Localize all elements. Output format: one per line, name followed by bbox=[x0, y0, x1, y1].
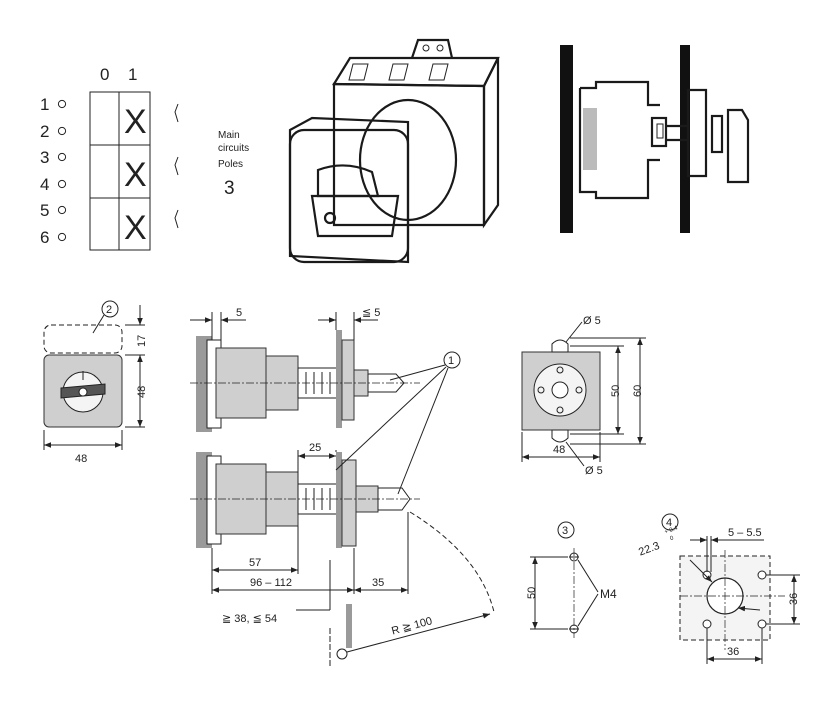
cutout-callout: 4 bbox=[666, 517, 672, 529]
side-view-lower bbox=[190, 452, 420, 548]
rear-dim-48: 48 bbox=[553, 444, 565, 456]
rear-hole-bottom: Ø 5 bbox=[585, 465, 603, 477]
side-view-upper bbox=[190, 330, 420, 432]
dim-min38-max54: ≧ 38, ≦ 54 bbox=[222, 613, 277, 625]
terminal-label-5: 5 bbox=[40, 201, 49, 220]
dim-25: 25 bbox=[309, 442, 321, 454]
mounting-section-sketch bbox=[560, 45, 750, 233]
dim-57: 57 bbox=[249, 557, 261, 569]
contact-mark-2: X bbox=[124, 156, 147, 194]
contact-symbols bbox=[174, 103, 179, 229]
cutout-dim-36-vertical: 36 bbox=[788, 593, 800, 605]
terminal-labels: 1 2 3 4 5 6 bbox=[40, 95, 49, 247]
cutout-diameter: 22.3 bbox=[637, 540, 661, 559]
terminal-label-4: 4 bbox=[40, 175, 49, 194]
cutout-tol-lower: 0 bbox=[669, 535, 675, 542]
circuit-info-poles: Poles bbox=[218, 159, 243, 170]
drilling-m4-drawing: 3 50 M4 bbox=[526, 521, 617, 638]
drill-thread: M4 bbox=[600, 587, 617, 601]
rear-dim-60: 60 bbox=[632, 385, 644, 397]
side-view-callout: 1 bbox=[448, 355, 454, 367]
switch-3d-illustration bbox=[288, 38, 500, 264]
rear-view-drawing: Ø 5 Ø 5 50 60 48 bbox=[521, 315, 646, 477]
cutout-tol-upper: + 0.4 bbox=[664, 525, 679, 535]
dim-35: 35 bbox=[372, 577, 384, 589]
dim-96-112: 96 – 112 bbox=[250, 577, 292, 589]
contact-mark-3: X bbox=[124, 209, 147, 247]
circuit-info: Main circuits Poles 3 bbox=[218, 130, 249, 199]
rear-dim-50: 50 bbox=[610, 385, 622, 397]
front-view-height: 48 bbox=[136, 386, 148, 398]
table-header-0: 0 bbox=[100, 65, 109, 84]
terminal-label-6: 6 bbox=[40, 228, 49, 247]
drill-dim-50: 50 bbox=[526, 587, 538, 599]
switch-contact-table: 0 1 X X X 1 2 3 4 5 6 bbox=[40, 65, 179, 251]
dim-max-5: ≦ 5 bbox=[362, 307, 380, 319]
cutout-dim-5-55: 5 – 5.5 bbox=[728, 527, 762, 539]
front-view-drawing: 2 48 48 17 bbox=[43, 300, 148, 465]
cutout-dim-36-horizontal: 36 bbox=[727, 646, 739, 658]
front-view-callout: 2 bbox=[106, 304, 112, 316]
front-view-width: 48 bbox=[75, 453, 87, 465]
rear-hole-top: Ø 5 bbox=[583, 315, 601, 327]
terminal-circles bbox=[57, 99, 67, 242]
dim-radius: R ≧ 100 bbox=[390, 615, 433, 637]
dim-5: 5 bbox=[236, 307, 242, 319]
terminal-label-2: 2 bbox=[40, 122, 49, 141]
drill-callout: 3 bbox=[562, 525, 568, 537]
circuit-info-main: Main bbox=[218, 130, 240, 141]
table-header-1: 1 bbox=[128, 65, 137, 84]
terminal-label-1: 1 bbox=[40, 95, 49, 114]
front-view-top-clearance: 17 bbox=[136, 335, 148, 347]
contact-mark-1: X bbox=[124, 103, 147, 141]
panel-cutout-drawing: 4 22.3 + 0.4 0 5 – 5.5 36 36 bbox=[637, 513, 800, 664]
circuit-info-pole-count: 3 bbox=[224, 178, 235, 199]
circuit-info-circuits: circuits bbox=[218, 143, 249, 154]
terminal-label-3: 3 bbox=[40, 148, 49, 167]
